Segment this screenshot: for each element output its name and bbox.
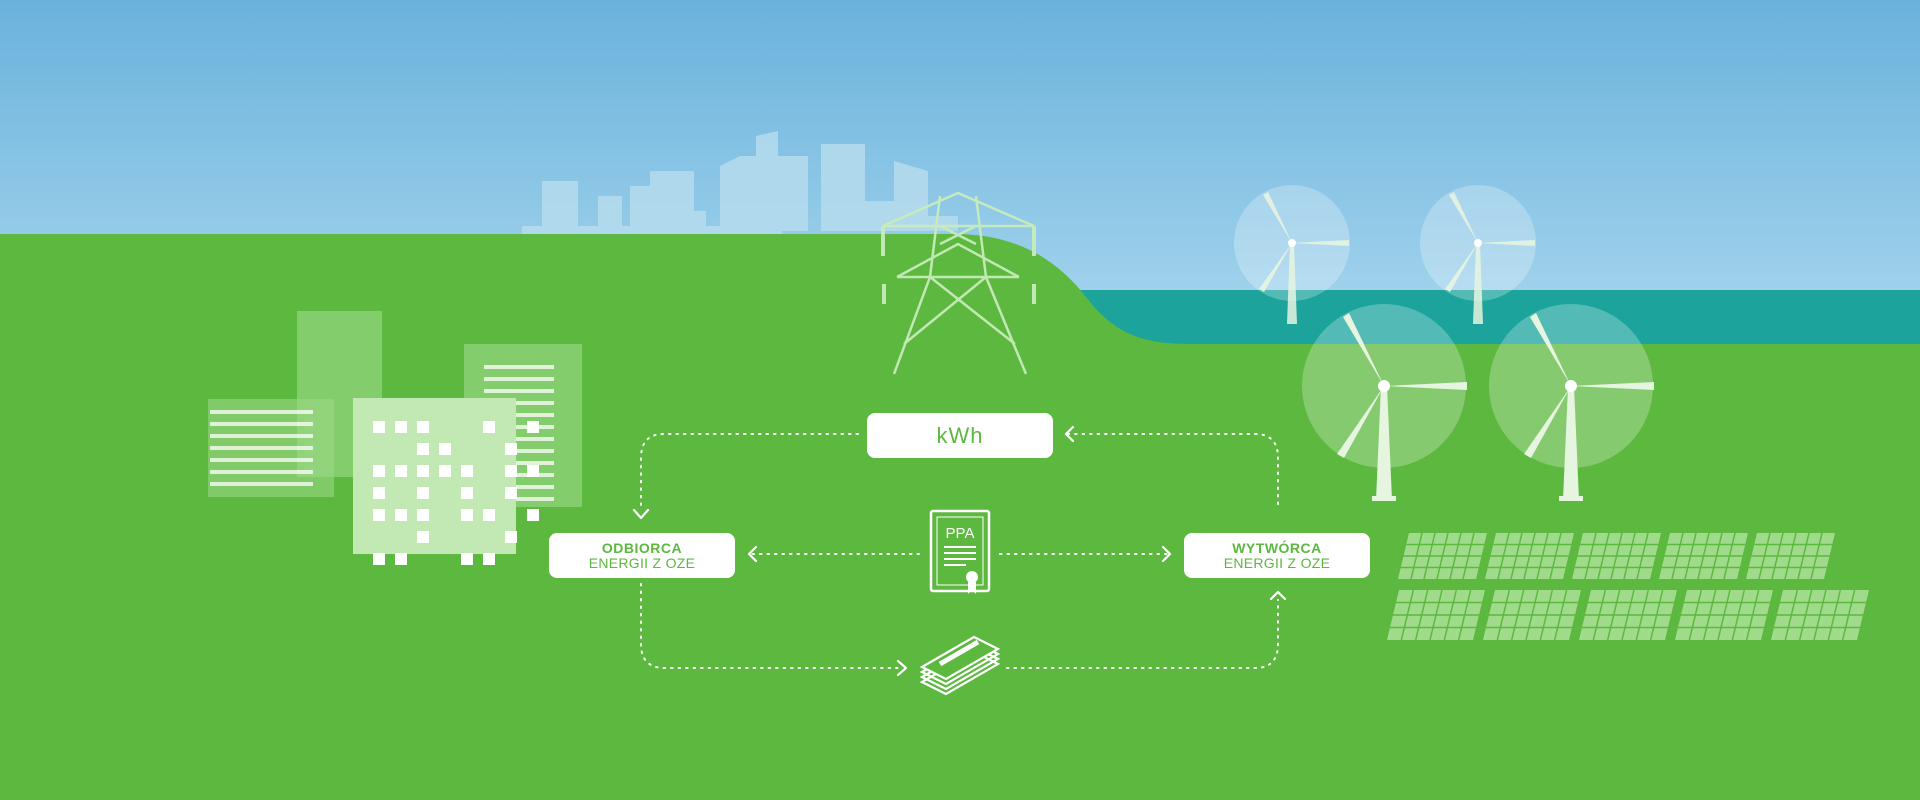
building-window: [461, 487, 473, 499]
solar-panel-icon: [1579, 589, 1677, 641]
building-window: [439, 465, 451, 477]
office-buildings-icon: [208, 311, 582, 565]
payment-flow-arrow: [640, 583, 903, 669]
kwh-label: kWh: [936, 422, 984, 448]
solar-panel-icon: [1572, 532, 1661, 580]
wind-turbine-icon: [1420, 185, 1536, 324]
wind-turbine-icon: [1302, 304, 1467, 501]
building-window: [483, 553, 495, 565]
buyer-title: ODBIORCA: [601, 539, 683, 556]
solar-farm: [1387, 532, 1869, 641]
sea: [1020, 290, 1920, 346]
ppa-label: PPA: [946, 525, 975, 542]
building-window: [461, 509, 473, 521]
building-window: [417, 421, 429, 433]
solar-panel-icon: [1387, 589, 1485, 641]
building-window: [373, 465, 385, 477]
building-window: [373, 487, 385, 499]
seller-title: WYTWÓRCA: [1232, 539, 1322, 556]
building-window: [395, 465, 407, 477]
solar-panel-icon: [1483, 589, 1581, 641]
wind-farm: [1234, 185, 1654, 501]
power-pylon-icon: [881, 191, 1036, 375]
building-window: [417, 465, 429, 477]
flow-arrows: [640, 433, 1279, 669]
solar-panel-icon: [1675, 589, 1773, 641]
kwh-label-box: kWh: [867, 413, 1053, 458]
wind-turbine-icon: [1489, 304, 1654, 501]
building-window: [417, 509, 429, 521]
building-window: [461, 553, 473, 565]
solar-panel-icon: [1398, 532, 1487, 580]
solar-panel-icon: [1746, 532, 1835, 580]
energy-flow-arrow: [640, 433, 859, 511]
ppa-document-icon: PPA: [929, 509, 991, 594]
wind-turbine-icon: [1234, 185, 1350, 324]
building-window: [527, 465, 539, 477]
energy-flow-arrow: [1067, 433, 1279, 505]
building-window: [483, 509, 495, 521]
building-window: [395, 421, 407, 433]
building-window: [505, 443, 517, 455]
building-window: [373, 421, 385, 433]
seller-subtitle: ENERGII Z OZE: [1223, 554, 1331, 571]
seller-label-box: WYTWÓRCA ENERGII Z OZE: [1184, 533, 1370, 578]
solar-panel-icon: [1659, 532, 1748, 580]
building-window: [505, 465, 517, 477]
buyer-label-box: ODBIORCA ENERGII Z OZE: [549, 533, 735, 578]
building-window: [527, 421, 539, 433]
arrow-heads: [632, 425, 1287, 677]
building-window: [395, 553, 407, 565]
solar-panel-icon: [1771, 589, 1869, 641]
building-window: [395, 509, 407, 521]
building-window: [417, 487, 429, 499]
building-window: [439, 443, 451, 455]
building-window: [505, 487, 517, 499]
banknotes-icon: zł: [919, 635, 1001, 696]
solar-panel-icon: [1485, 532, 1574, 580]
building-window: [373, 553, 385, 565]
building-window: [373, 509, 385, 521]
building-window: [483, 421, 495, 433]
building-window: [417, 531, 429, 543]
building-window: [417, 443, 429, 455]
building-window: [505, 531, 517, 543]
building-window: [527, 509, 539, 521]
building-window: [461, 465, 473, 477]
buyer-subtitle: ENERGII Z OZE: [588, 554, 696, 571]
payment-flow-arrow: [1006, 599, 1279, 669]
